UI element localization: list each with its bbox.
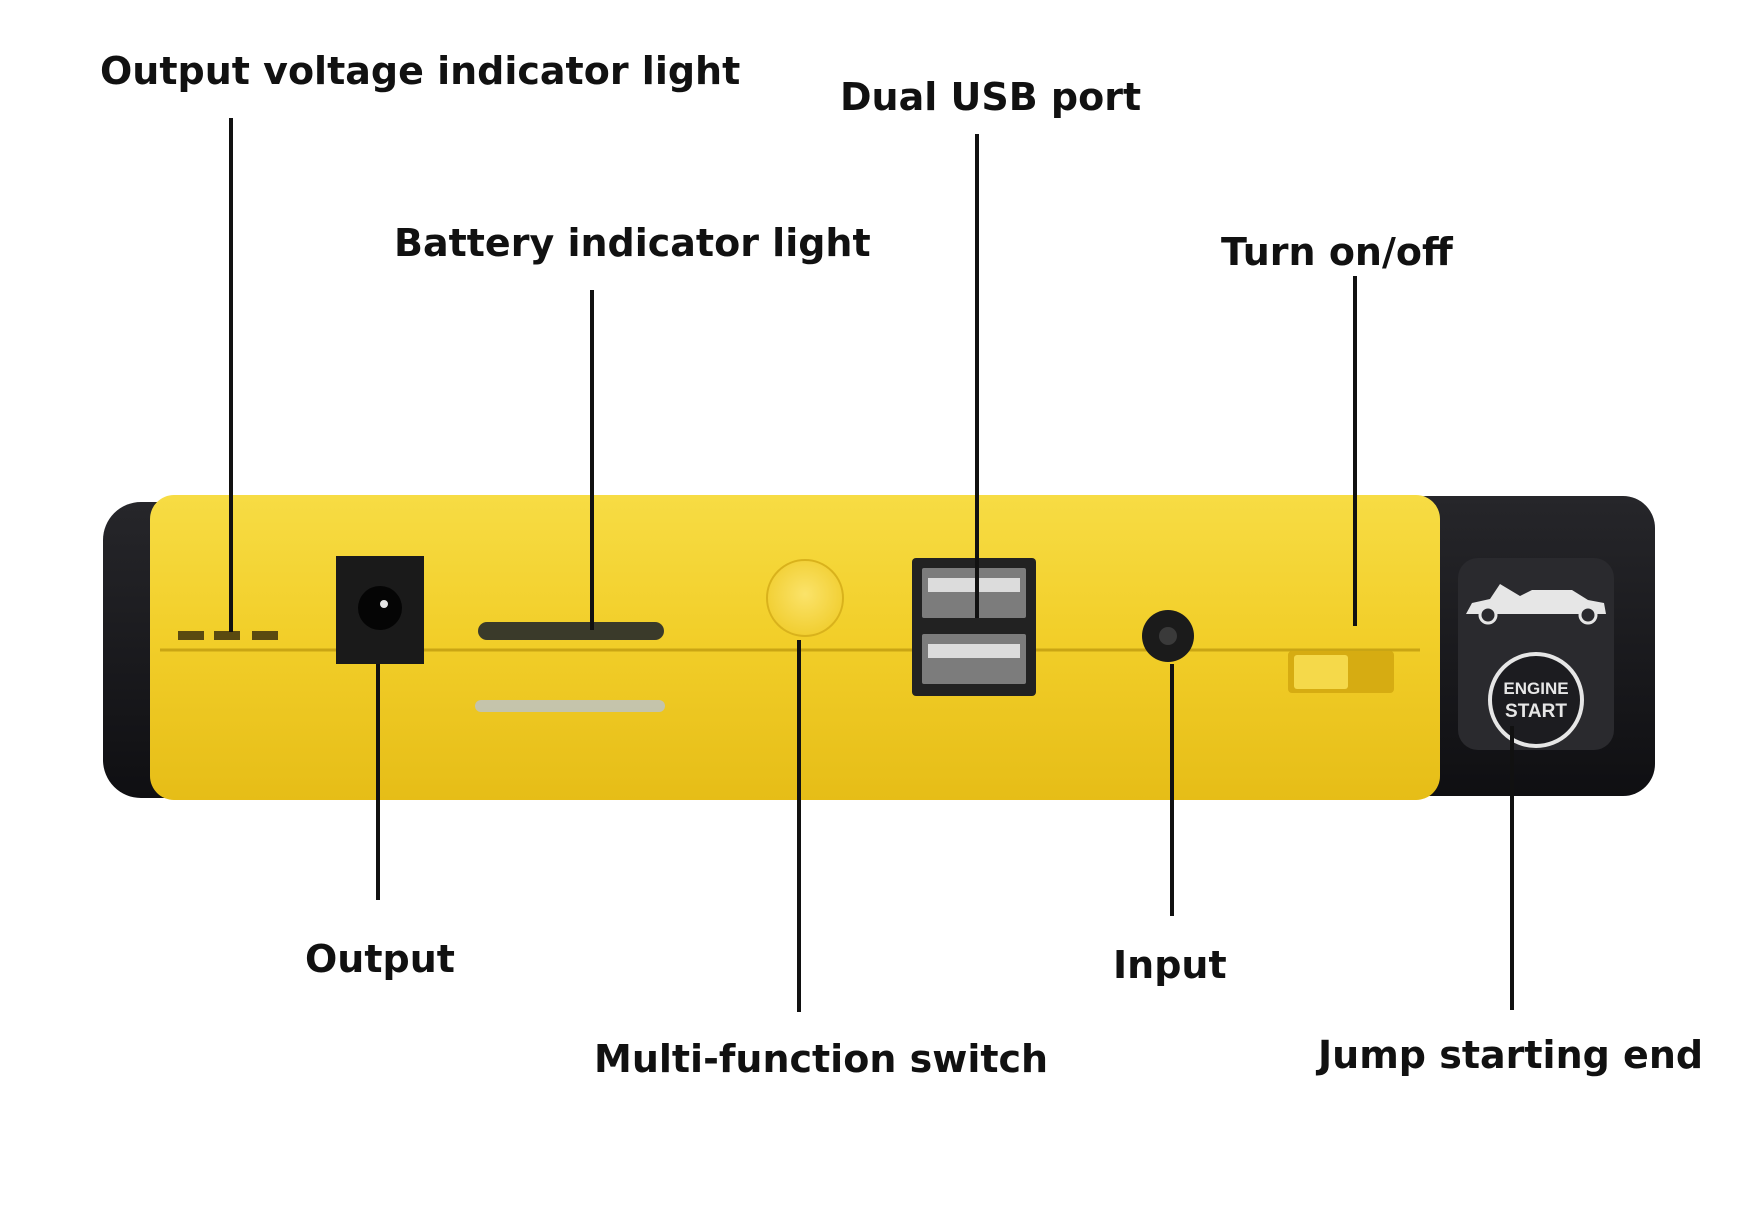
- multi-function-button: [766, 559, 844, 637]
- battery-indicator-glare: [475, 700, 665, 712]
- leader-battery-indicator: [590, 290, 594, 630]
- engine-start-label-line1: ENGINE: [1503, 679, 1568, 698]
- callout-dual-usb: Dual USB port: [840, 75, 1142, 119]
- leader-output: [376, 664, 380, 900]
- leader-multi-function-switch: [797, 640, 801, 1012]
- callout-input: Input: [1113, 943, 1227, 987]
- device-body: [150, 495, 1440, 800]
- battery-indicator-strip: [478, 622, 664, 640]
- leader-output-voltage-indicator: [229, 118, 233, 632]
- dual-usb-ports: [912, 558, 1036, 696]
- leader-dual-usb: [975, 134, 979, 618]
- output-port: [336, 556, 424, 664]
- car-icon: [1466, 584, 1606, 614]
- callout-multi-function-switch: Multi-function switch: [594, 1037, 1049, 1081]
- callout-battery-indicator: Battery indicator light: [394, 221, 871, 265]
- power-slider: [1288, 651, 1394, 693]
- engine-start-label-line2: START: [1505, 701, 1567, 722]
- leader-turn-on-off: [1353, 276, 1357, 626]
- callout-turn-on-off: Turn on/off: [1221, 230, 1453, 274]
- leader-input: [1170, 664, 1174, 916]
- engine-start-panel: ENGINE START: [1458, 558, 1614, 750]
- leader-jump-starting-end: [1510, 726, 1514, 1010]
- callout-output: Output: [305, 937, 455, 981]
- callout-jump-starting-end: Jump starting end: [1318, 1033, 1704, 1077]
- input-jack: [1142, 610, 1194, 662]
- voltage-indicator-leds: [178, 631, 278, 640]
- engine-start-button: [1488, 652, 1584, 748]
- callout-output-voltage-indicator: Output voltage indicator light: [100, 49, 741, 93]
